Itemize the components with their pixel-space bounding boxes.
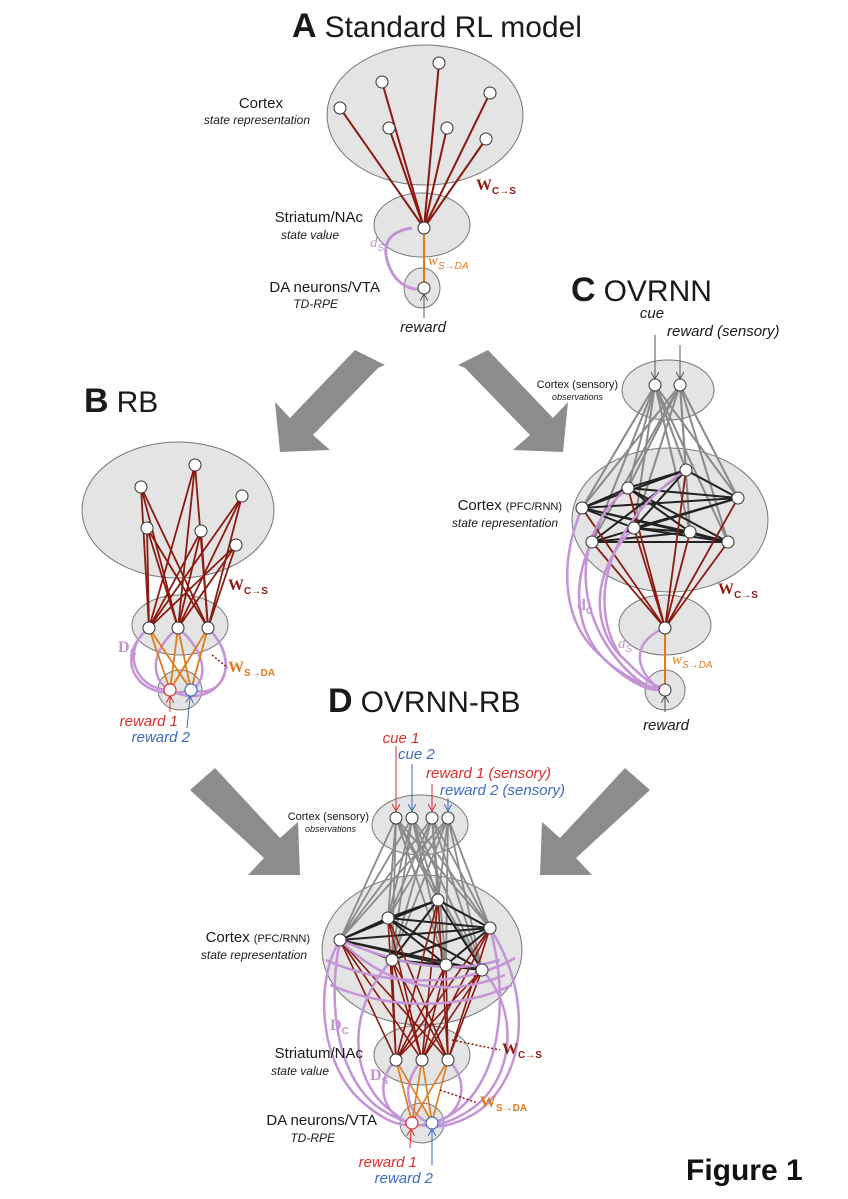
cue1-label: cue 1 (383, 730, 420, 747)
w-cs-label: WC→S (228, 577, 268, 597)
cortex-label: Cortex(PFC/RNN) (458, 497, 562, 514)
d-s-label: DS (118, 639, 137, 659)
da-label: DA neurons/VTA (269, 279, 380, 296)
observations-label: observations (552, 392, 604, 402)
reward2-label: reward 2 (132, 729, 191, 746)
d-s-label: dS (618, 636, 633, 655)
reward2-sensory-label: reward 2 (sensory) (440, 782, 565, 799)
transition-arrows (190, 350, 650, 875)
sensory-cortex-label: Cortex (sensory) (288, 811, 369, 823)
reward1-sensory-label: reward 1 (sensory) (426, 765, 551, 782)
dendrite-loops (566, 468, 687, 692)
w-cs-label: WC→S (718, 581, 758, 601)
w-cs-pointer (451, 1039, 501, 1051)
reward-sensory-label: reward (sensory) (667, 323, 780, 340)
reward2-arrow (187, 697, 190, 729)
neurons (575, 378, 745, 697)
cue-label: cue (640, 305, 664, 322)
da-sublabel: TD-RPE (290, 1131, 336, 1145)
arrow-a-to-b (275, 350, 385, 452)
arrow-b-to-d (190, 768, 300, 875)
w-cs-label: WC→S (476, 177, 516, 197)
striatum-to-da-weights (395, 1059, 449, 1123)
w-sda-pointer (211, 654, 229, 669)
w-cs-label: WC→S (502, 1041, 542, 1061)
d-s-label: dS (370, 235, 385, 254)
w-sda-label: WS→DA (228, 659, 275, 679)
striatum-sublabel: state value (271, 1064, 329, 1078)
cortex-sublabel: state representation (204, 113, 310, 127)
neurons (333, 56, 497, 295)
cue2-label: cue 2 (398, 746, 435, 763)
d-s-label: DS (370, 1067, 389, 1087)
cortex-region (81, 441, 275, 579)
da-neuron-1 (405, 1116, 419, 1130)
cortex-label: Cortex(PFC/RNN) (206, 929, 310, 946)
w-sda-label: WS→DA (480, 1094, 527, 1114)
da-neuron-2 (425, 1116, 439, 1130)
cortex-region (326, 44, 524, 186)
w-sda-label: wS→DA (428, 253, 469, 272)
reward-label: reward (400, 319, 447, 336)
da-neuron-1 (163, 683, 177, 697)
neurons (134, 458, 249, 635)
dendrite-loop (384, 226, 421, 291)
cortex-label: Cortex (239, 95, 284, 112)
striatum-label: Striatum/NAc (275, 209, 364, 226)
d-c-label: dC (577, 597, 593, 617)
d-c-label: DC (330, 1017, 349, 1037)
da-sublabel: TD-RPE (293, 297, 339, 311)
cortex-sublabel: state representation (452, 516, 558, 530)
cortex-to-striatum-weights (339, 62, 491, 229)
w-sda-pointer (439, 1089, 479, 1104)
reward1-label: reward 1 (359, 1154, 417, 1171)
sensory-cortex-label: Cortex (sensory) (537, 379, 618, 391)
reward2-label: reward 2 (375, 1170, 434, 1187)
cortex-to-striatum-weights (140, 464, 243, 629)
neurons (333, 811, 497, 1067)
reward1-label: reward 1 (120, 713, 178, 730)
striatum-sublabel: state value (281, 228, 339, 242)
da-label: DA neurons/VTA (266, 1112, 377, 1129)
figure-label: Figure 1 (686, 1154, 803, 1187)
observations-label: observations (305, 824, 357, 834)
reward-label: reward (643, 717, 690, 734)
da-neuron-2 (184, 683, 198, 697)
arrow-a-to-c (458, 350, 568, 452)
w-sda-label: wS→DA (672, 652, 713, 671)
cortex-to-striatum-weights (581, 469, 739, 629)
reward1-arrow (410, 1130, 411, 1149)
arrow-c-to-d (540, 768, 650, 875)
striatum-label: Striatum/NAc (275, 1045, 364, 1062)
striatum-to-da-weights (148, 627, 209, 691)
cortex-sublabel: state representation (201, 948, 307, 962)
